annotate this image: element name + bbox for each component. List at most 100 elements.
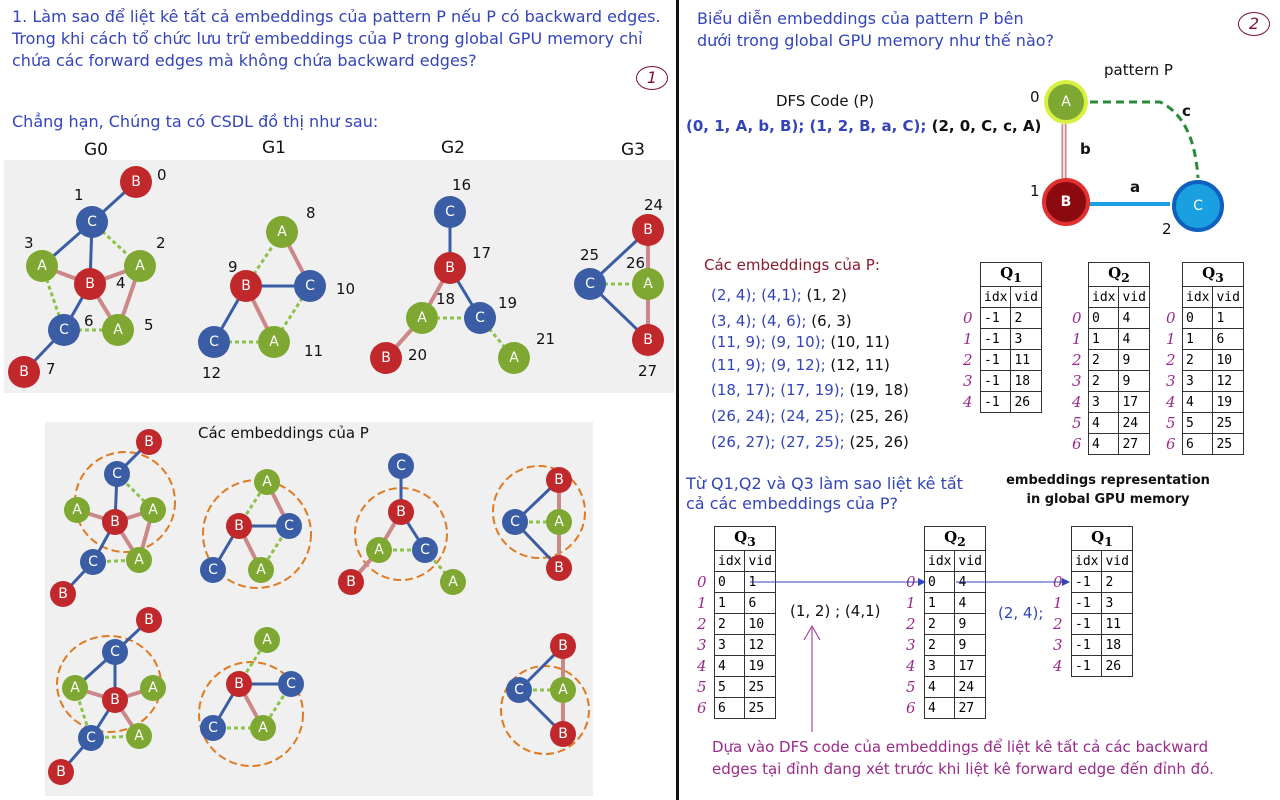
svg-text:3: 3 <box>24 234 34 252</box>
svg-text:2: 2 <box>156 234 166 252</box>
svg-text:B: B <box>144 434 154 450</box>
embeddings-title-left: Các embeddings của P <box>198 424 369 442</box>
bottom-question: Từ Q1,Q2 và Q3 làm sao liệt kê tất cả cá… <box>686 474 963 513</box>
embedding-g1-a: A B C C A <box>200 469 312 589</box>
svg-text:C: C <box>475 310 485 326</box>
svg-text:C: C <box>284 518 294 534</box>
svg-text:C: C <box>88 554 98 570</box>
svg-text:C: C <box>396 458 406 474</box>
svg-text:B: B <box>558 638 568 654</box>
svg-text:0: 0 <box>1030 88 1040 106</box>
svg-text:24: 24 <box>644 196 663 214</box>
svg-text:A: A <box>277 224 287 240</box>
svg-text:8: 8 <box>306 204 316 222</box>
example-intro: Chẳng hạn, Chúng ta có CSDL đồ thị như s… <box>12 112 379 131</box>
svg-text:B: B <box>19 364 29 380</box>
embeddings-list-title: Các embeddings của P: <box>704 256 880 274</box>
svg-text:C: C <box>112 466 122 482</box>
svg-text:A: A <box>37 258 47 274</box>
svg-text:B: B <box>56 764 66 780</box>
embeddings-panel: B C A B A C A B B C A B A C A B A <box>45 422 593 796</box>
svg-text:25: 25 <box>580 246 599 264</box>
svg-text:A: A <box>448 574 458 590</box>
dfs-code: (0, 1, A, b, B); (1, 2, B, a, C); (2, 0,… <box>686 117 1042 135</box>
pattern-title: pattern P <box>1104 61 1173 79</box>
svg-text:C: C <box>420 542 430 558</box>
svg-text:5: 5 <box>144 316 154 334</box>
svg-text:B: B <box>144 612 154 628</box>
svg-text:A: A <box>135 258 145 274</box>
svg-text:B: B <box>643 332 653 348</box>
embedding-g0-a: B C A B A C A B <box>50 429 176 607</box>
svg-text:16: 16 <box>452 176 471 194</box>
svg-text:2: 2 <box>1162 220 1172 238</box>
svg-text:A: A <box>258 720 268 736</box>
svg-text:B: B <box>110 692 120 708</box>
svg-text:C: C <box>286 676 296 692</box>
svg-text:A: A <box>113 322 123 338</box>
svg-text:B: B <box>234 518 244 534</box>
graph-database-svg: B C A B A C A B 01 23 45 67 A B C C A 89… <box>8 166 664 388</box>
arrows-overlay <box>750 578 1070 732</box>
svg-text:c: c <box>1182 102 1191 120</box>
svg-text:C: C <box>514 682 524 698</box>
svg-text:4: 4 <box>116 274 126 292</box>
svg-text:17: 17 <box>472 244 491 262</box>
svg-text:A: A <box>558 682 568 698</box>
svg-text:19: 19 <box>498 294 517 312</box>
embedding-row: (11, 9); (9, 12); (12, 11) <box>711 356 890 374</box>
embedding-g3-b: B C A B <box>500 633 590 755</box>
svg-text:C: C <box>1193 198 1203 214</box>
svg-text:A: A <box>134 552 144 568</box>
badge-2: 2 <box>1238 12 1270 36</box>
svg-text:a: a <box>1130 178 1140 196</box>
svg-text:A: A <box>554 514 564 530</box>
svg-text:12: 12 <box>202 364 221 382</box>
svg-text:B: B <box>85 276 95 292</box>
svg-text:A: A <box>262 474 272 490</box>
question-2-text: Biểu diễn embeddings của pattern P bên d… <box>697 9 1055 50</box>
svg-text:B: B <box>558 726 568 742</box>
svg-text:18: 18 <box>436 290 455 308</box>
embeddings-svg: B C A B A C A B B C A B A C A B A <box>48 429 590 785</box>
svg-text:B: B <box>346 574 356 590</box>
graph-label-g3: G3 <box>621 140 645 160</box>
embedding-g1-b: A B C C A <box>198 627 304 767</box>
repr-title: embeddings representation in global GPU … <box>1006 473 1210 507</box>
embedding-row: (11, 9); (9, 10); (10, 11) <box>711 333 890 351</box>
svg-text:A: A <box>509 350 519 366</box>
embedding-row: (26, 24); (24, 25); (25, 26) <box>711 407 909 425</box>
svg-text:C: C <box>87 214 97 230</box>
svg-text:11: 11 <box>304 342 323 360</box>
svg-text:A: A <box>134 728 144 744</box>
embedding-g2: C B A C B A <box>338 453 466 595</box>
svg-text:b: b <box>1080 140 1091 158</box>
